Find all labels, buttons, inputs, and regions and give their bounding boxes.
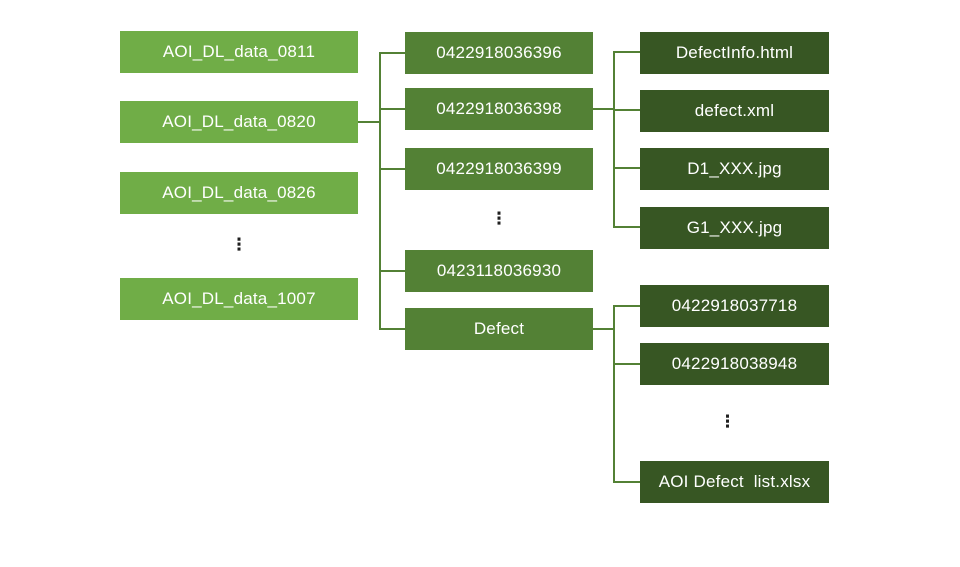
node-g1-xxx-jpg: G1_XXX.jpg — [640, 207, 829, 249]
connector-line — [613, 481, 640, 483]
node-0422918036398: 0422918036398 — [405, 88, 593, 130]
node-defect-folder: Defect — [405, 308, 593, 350]
connector-line — [379, 52, 381, 330]
connector-line — [593, 108, 615, 110]
vertical-ellipsis-panels: ⋮ — [490, 209, 508, 228]
node-defect-xml: defect.xml — [640, 90, 829, 132]
vertical-ellipsis-datasets: ⋮ — [230, 235, 248, 254]
node-defectinfo-html: DefectInfo.html — [640, 32, 829, 74]
connector-line — [379, 52, 405, 54]
node-aoi-dl-data-0820: AOI_DL_data_0820 — [120, 101, 358, 143]
node-0422918038948: 0422918038948 — [640, 343, 829, 385]
connector-line — [379, 328, 405, 330]
node-d1-xxx-jpg: D1_XXX.jpg — [640, 148, 829, 190]
connector-line — [613, 305, 615, 483]
node-0423118036930: 0423118036930 — [405, 250, 593, 292]
node-0422918036399: 0422918036399 — [405, 148, 593, 190]
vertical-ellipsis-defects: ⋮ — [719, 412, 736, 431]
node-aoi-defect-list-xlsx: AOI Defect list.xlsx — [640, 461, 829, 503]
connector-line — [613, 167, 640, 169]
connector-line — [613, 51, 615, 228]
connector-line — [613, 305, 640, 307]
connector-line — [593, 328, 615, 330]
connector-line — [379, 270, 405, 272]
connector-line — [613, 109, 640, 111]
connector-line — [613, 226, 640, 228]
node-aoi-dl-data-1007: AOI_DL_data_1007 — [120, 278, 358, 320]
node-0422918037718: 0422918037718 — [640, 285, 829, 327]
connector-line — [613, 51, 640, 53]
node-aoi-dl-data-0811: AOI_DL_data_0811 — [120, 31, 358, 73]
node-aoi-dl-data-0826: AOI_DL_data_0826 — [120, 172, 358, 214]
connector-line — [379, 168, 405, 170]
connector-line — [379, 108, 405, 110]
connector-line — [358, 121, 381, 123]
node-0422918036396: 0422918036396 — [405, 32, 593, 74]
connector-line — [613, 363, 640, 365]
